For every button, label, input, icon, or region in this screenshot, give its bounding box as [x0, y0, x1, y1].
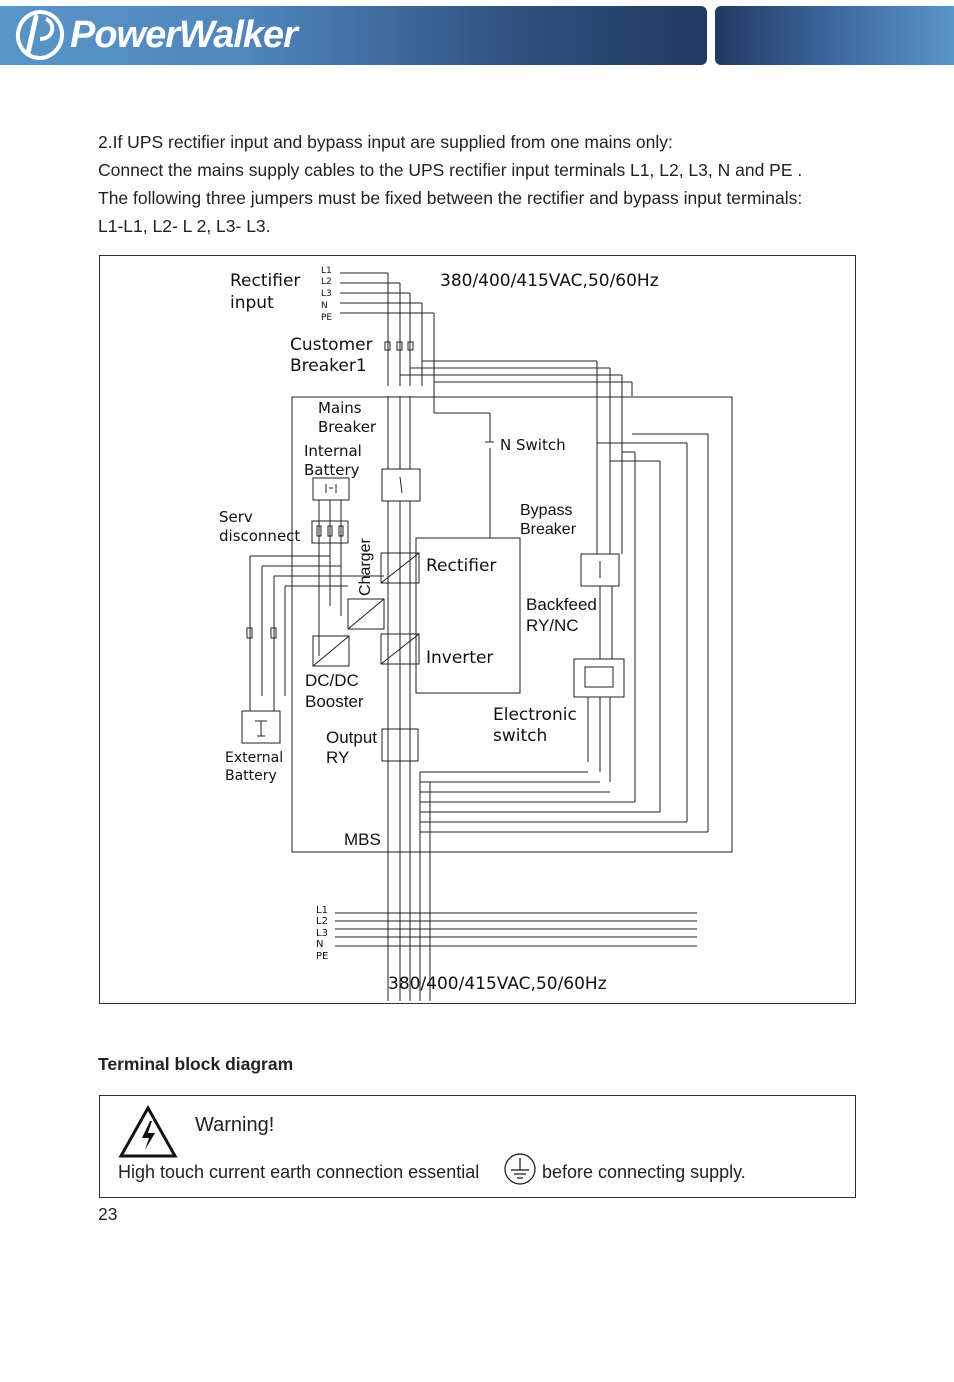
- rectifier-input-label-2: input: [230, 293, 274, 313]
- external-battery-label-1: External: [225, 750, 283, 766]
- backfeed-label-2: RY/NC: [526, 616, 579, 635]
- intro-line-3: The following three jumpers must be fixe…: [98, 188, 803, 208]
- n-switch-label: N Switch: [500, 436, 566, 454]
- internal-battery-label-1: Internal: [304, 442, 362, 460]
- intro-paragraph: 2.If UPS rectifier input and bypass inpu…: [98, 128, 868, 240]
- line-label-pe: PE: [321, 313, 332, 323]
- electronic-switch-label-2: switch: [493, 726, 547, 746]
- warning-title: Warning!: [195, 1114, 275, 1136]
- warning-text-before: High touch current earth connection esse…: [118, 1162, 480, 1182]
- bypass-breaker-label-1: Bypass: [520, 502, 572, 519]
- intro-line-1: 2.If UPS rectifier input and bypass inpu…: [98, 132, 673, 152]
- rectifier-input-label-1: Rectifier: [230, 271, 300, 291]
- mains-breaker-label-2: Breaker: [318, 418, 377, 436]
- bypass-breaker-label-2: Breaker: [520, 521, 577, 538]
- customer-breaker-label-1: Customer: [290, 335, 373, 355]
- dcdc-booster-label-2: Booster: [305, 692, 364, 711]
- bottom-line-label-l3: L3: [316, 928, 328, 939]
- section-title: Terminal block diagram: [98, 1054, 294, 1074]
- serv-disconnect-label-2: disconnect: [219, 527, 300, 545]
- brand-logo: PowerWalker: [14, 8, 298, 62]
- intro-line-2: Connect the mains supply cables to the U…: [98, 160, 803, 180]
- inverter-label: Inverter: [426, 648, 493, 668]
- intro-line-4: L1-L1, L2- L 2, L3- L3.: [98, 216, 271, 236]
- brand-name: PowerWalker: [70, 13, 298, 56]
- output-ry-label-1: Output: [326, 728, 377, 747]
- electronic-switch-label-1: Electronic: [493, 705, 577, 725]
- line-label-n: N: [321, 301, 328, 311]
- line-label-l1: L1: [321, 266, 332, 276]
- dcdc-booster-label-1: DC/DC: [305, 671, 359, 690]
- line-label-l3: L3: [321, 289, 332, 299]
- page-number: 23: [98, 1204, 118, 1224]
- charger-label: Charger: [357, 538, 374, 596]
- external-battery-label-2: Battery: [225, 768, 277, 784]
- powerwalker-logo-icon: [15, 10, 65, 60]
- bottom-line-label-n: N: [316, 939, 323, 950]
- internal-battery-label-2: Battery: [304, 461, 360, 479]
- wiring-diagram-svg: 380/400/415VAC,50/60Hz Rectifier input L…: [219, 266, 733, 1001]
- backfeed-label-1: Backfeed: [526, 595, 597, 614]
- bottom-line-label-pe: PE: [316, 951, 328, 962]
- mains-breaker-label-1: Mains: [318, 399, 362, 417]
- warning-text-after: before connecting supply.: [542, 1162, 746, 1182]
- warning-box: Warning! High touch current earth connec…: [99, 1095, 856, 1198]
- customer-breaker-label-2: Breaker1: [290, 356, 367, 376]
- bottom-line-label-l1: L1: [316, 905, 328, 916]
- wiring-diagram: 380/400/415VAC,50/60Hz Rectifier input L…: [99, 255, 856, 1004]
- voltage-top-label: 380/400/415VAC,50/60Hz: [440, 271, 659, 291]
- voltage-bottom-label: 380/400/415VAC,50/60Hz: [388, 974, 607, 994]
- output-ry-label-2: RY: [326, 748, 349, 767]
- protective-earth-icon: [504, 1153, 536, 1185]
- mbs-label: MBS: [344, 830, 381, 849]
- line-label-l2: L2: [321, 277, 332, 287]
- bottom-line-label-l2: L2: [316, 916, 328, 927]
- high-voltage-warning-icon: [118, 1105, 178, 1158]
- header-banner: [0, 6, 707, 65]
- rectifier-label: Rectifier: [426, 556, 496, 576]
- header-banner-right: [715, 6, 954, 65]
- serv-disconnect-label-1: Serv: [219, 508, 253, 526]
